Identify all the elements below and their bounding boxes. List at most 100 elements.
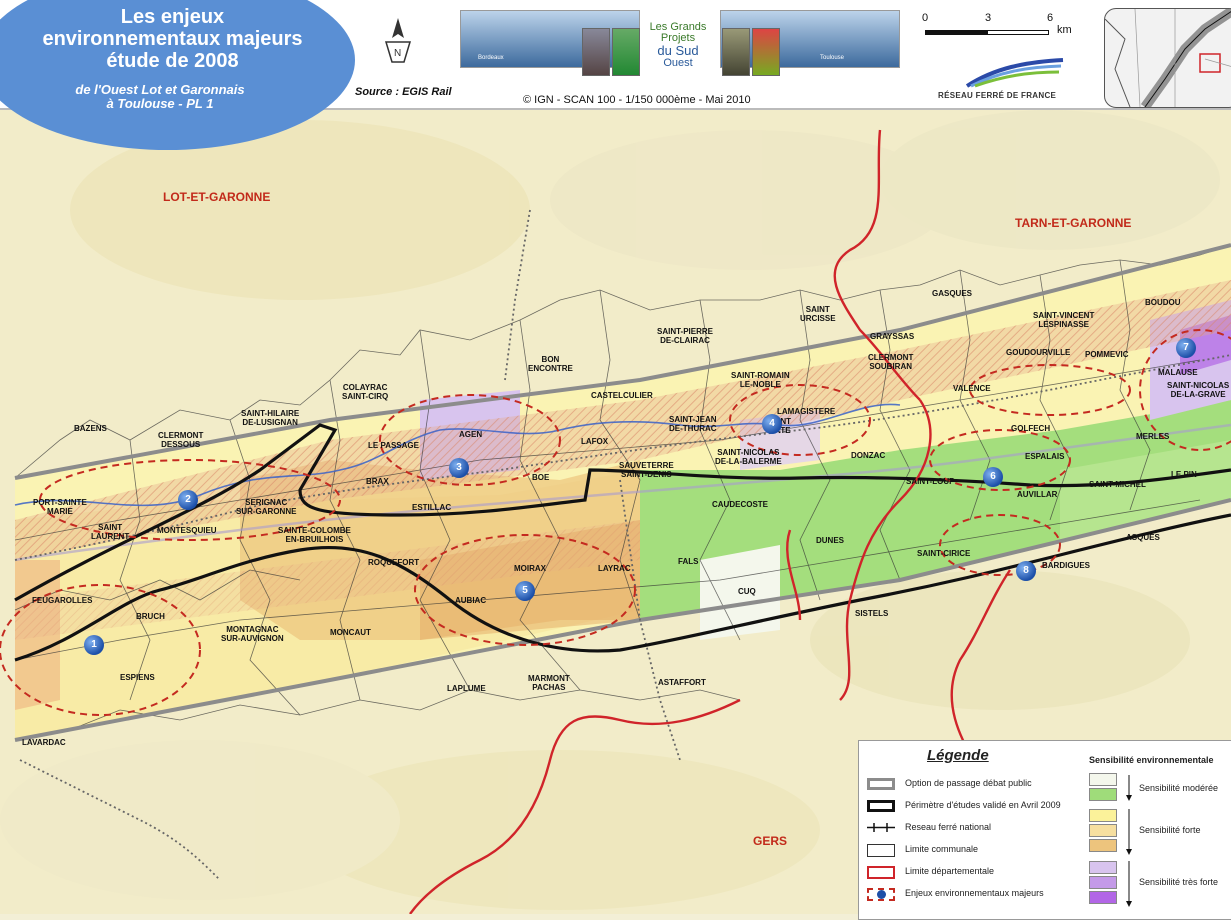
scale-label-6: 6: [1047, 12, 1054, 24]
enjeu-marker[interactable]: 5: [515, 581, 535, 601]
commune-label: LAPLUME: [447, 684, 486, 693]
commune-label: MOIRAX: [514, 564, 546, 573]
railway-symbol-icon: [867, 823, 895, 832]
logo-line-1: Les Grands: [649, 21, 707, 33]
dept-limit-symbol: [867, 866, 895, 879]
dept-label-lot-et-garonne: LOT-ET-GARONNE: [163, 190, 271, 204]
sensitivity-label-strong: Sensibilité forte: [1139, 825, 1201, 835]
grands-projets-logo: Les Grands Projets du Sud Ouest: [648, 22, 708, 69]
logo-line-2: Projets: [660, 32, 696, 44]
commune-label: POMMEVIC: [1085, 350, 1129, 359]
subtitle-line-1: de l'Ouest Lot et Garonnais: [75, 82, 245, 97]
enjeu-marker[interactable]: 1: [84, 635, 104, 655]
commune-label: BRAX: [366, 477, 389, 486]
scale-label-km: km: [1057, 24, 1072, 36]
scale-label-0: 0: [922, 12, 929, 24]
legend-label-dept-limit: Limite départementale: [905, 866, 995, 876]
passage-option-symbol: [867, 778, 895, 790]
rff-text: RÉSEAU FERRÉ DE FRANCE: [938, 91, 1057, 100]
commune-label: FEUGAROLLES: [32, 596, 93, 605]
commune-label: FALS: [678, 557, 699, 566]
swatch-moderate-2: [1089, 788, 1117, 801]
enjeu-marker[interactable]: 7: [1176, 338, 1196, 358]
commune-label: GASQUES: [932, 289, 973, 298]
swatch-strong-2: [1089, 824, 1117, 837]
sensitivity-label-moderate: Sensibilité modérée: [1139, 783, 1219, 793]
enjeu-marker[interactable]: 8: [1016, 561, 1036, 581]
commune-label: MONTESQUIEU: [157, 526, 217, 535]
photo-thumb-1: [582, 28, 610, 76]
photo-thumb-2: [612, 28, 640, 76]
commune-label: LE PIN: [1171, 470, 1197, 479]
photo-banner-left: [460, 10, 640, 68]
commune-label: LAYRAC: [598, 564, 631, 573]
photo-thumb-4: [752, 28, 780, 76]
photo-thumb-3: [722, 28, 750, 76]
title-badge: [0, 0, 355, 150]
enjeux-symbol: [867, 888, 895, 901]
subtitle-line-2: à Toulouse - PL 1: [106, 96, 214, 111]
source-text: Source : EGIS Rail: [355, 86, 452, 98]
commune-label: SAINT-CIRICE: [917, 549, 971, 558]
enjeu-marker[interactable]: 3: [449, 458, 469, 478]
legend-label-passage-option: Option de passage débat public: [905, 778, 1032, 788]
enjeu-marker[interactable]: 6: [983, 467, 1003, 487]
inset-map: [1104, 8, 1231, 108]
commune-label: SISTELS: [855, 609, 889, 618]
swatch-strong-3: [1089, 839, 1117, 852]
swatch-moderate-1: [1089, 773, 1117, 786]
north-arrow-icon: N: [384, 18, 412, 63]
study-perimeter: [14, 423, 1231, 662]
swatch-very-strong-1: [1089, 861, 1117, 874]
title-line-1: Les enjeux: [120, 6, 225, 28]
railway-lines: [14, 209, 1231, 881]
title-line-3: étude de 2008: [106, 50, 239, 72]
photo-banner-right: [720, 10, 900, 68]
commune-label: CUQ: [738, 587, 756, 596]
legend-label-enjeux: Enjeux environnementaux majeurs: [905, 888, 1044, 898]
commune-label: AUBIAC: [455, 596, 487, 605]
swatch-very-strong-3: [1089, 891, 1117, 904]
swatch-very-strong-2: [1089, 876, 1117, 889]
commune-label: ASQUES: [1126, 533, 1160, 542]
commune-label: MALAUSE: [1158, 368, 1198, 377]
commune-label: GOLFECH: [1011, 424, 1051, 433]
commune-label: BRUCH: [136, 612, 165, 621]
ign-credit: © IGN - SCAN 100 - 1/150 000ème - Mai 20…: [523, 94, 751, 106]
commune-label: CAUDECOSTE: [712, 500, 769, 509]
commune-label: BARDIGUES: [1042, 561, 1091, 570]
commune-label: LAFOX: [581, 437, 609, 446]
commune-label: GRAYSSAS: [870, 332, 915, 341]
commune-label: SAINT-LOUP: [906, 477, 955, 486]
commune-label: BAZENS: [74, 424, 107, 433]
svg-text:N: N: [394, 48, 401, 59]
enjeu-marker[interactable]: 4: [762, 414, 782, 434]
commune-label: GOUDOURVILLE: [1006, 348, 1071, 357]
commune-label: VALENCE: [953, 384, 991, 393]
commune-label: BOE: [532, 473, 550, 482]
title-line-2: environnementaux majeurs: [42, 28, 303, 50]
commune-label: SAINT-MICHEL: [1089, 480, 1146, 489]
legend-title: Légende: [927, 747, 989, 764]
enjeu-marker[interactable]: 2: [178, 490, 198, 510]
commune-label: ESPIENS: [120, 673, 155, 682]
enjeux-dot-icon: [877, 890, 886, 899]
commune-label: BOUDOU: [1145, 298, 1181, 307]
sensitivity-label-very-strong: Sensibilité très forte: [1139, 877, 1219, 887]
